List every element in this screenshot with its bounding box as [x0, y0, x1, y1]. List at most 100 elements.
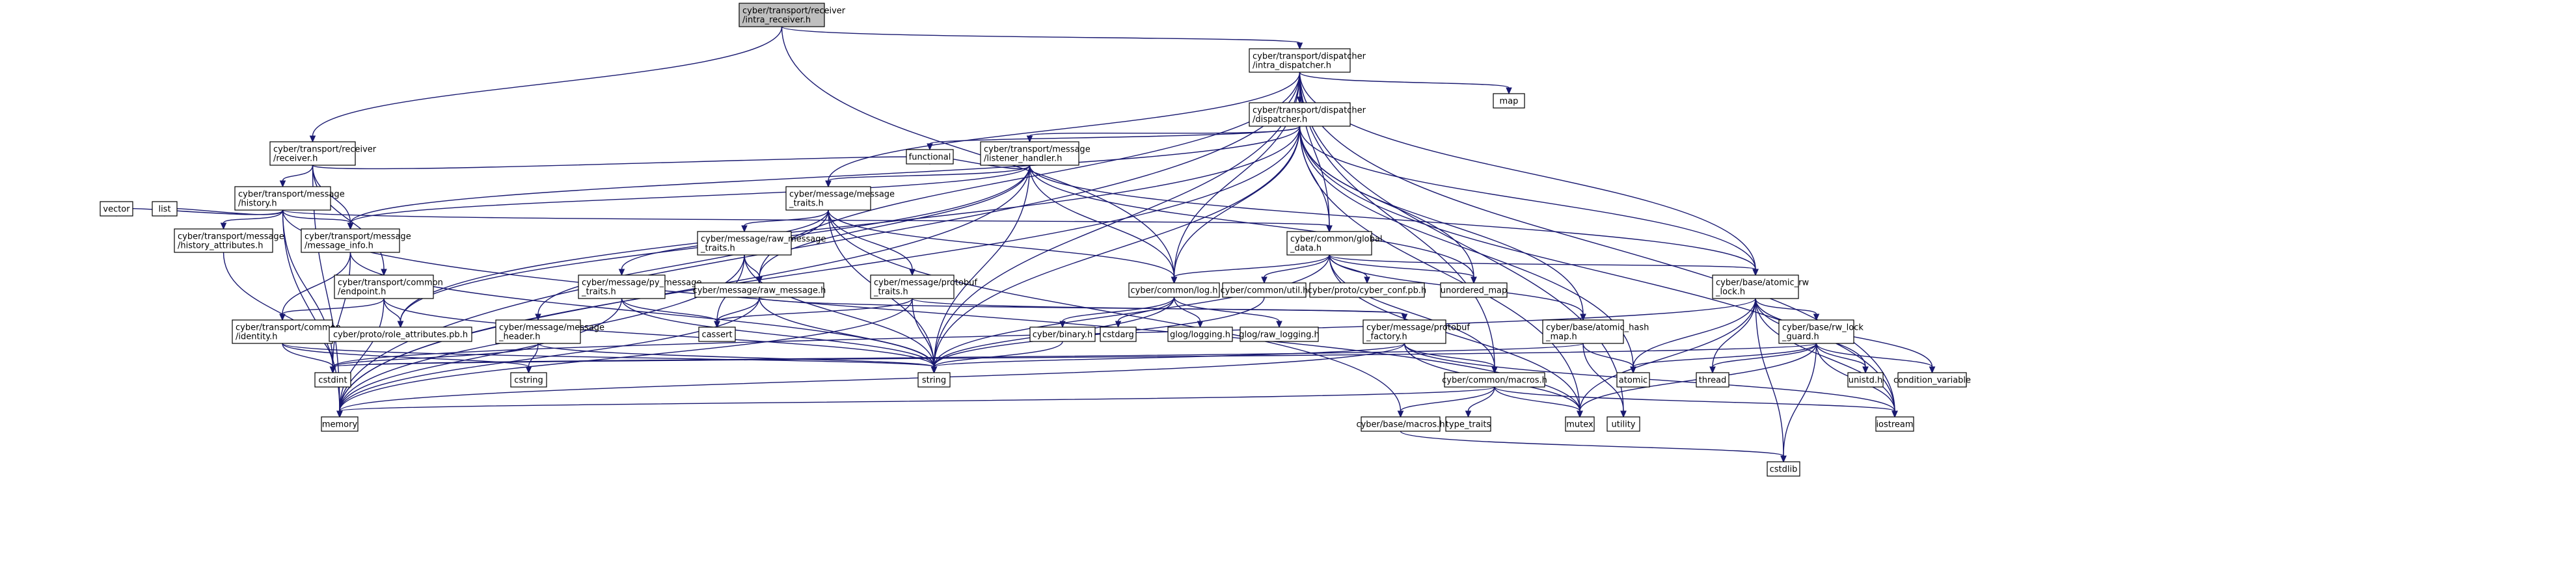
edge-atomic_rw_lock-to-rw_lock_guard [1755, 298, 1820, 321]
node-log-h[interactable]: cyber/common/log.h [1128, 282, 1220, 298]
node-protobuf-traits[interactable]: cyber/message/protobuf_traits.h [870, 274, 977, 299]
node-label: vector [103, 205, 130, 215]
node-label: _traits.h [873, 287, 908, 297]
node-atomic-rw-lock[interactable]: cyber/base/atomic_rw_lock.h [1712, 274, 1809, 299]
node-functional[interactable]: functional [906, 149, 954, 165]
node-listener-handler[interactable]: cyber/transport/message/listener_handler… [980, 141, 1091, 166]
node-type-traits[interactable]: type_traits [1445, 416, 1491, 432]
node-label: cyber/base/atomic_rw [1716, 278, 1809, 288]
node-dispatcher-h[interactable]: cyber/transport/dispatcher/dispatcher.h [1249, 102, 1366, 127]
node-label: /history_attributes.h [178, 241, 263, 251]
node-util-h[interactable]: cyber/common/util.h [1221, 282, 1308, 298]
node-label: cyber/base/macros.h [1356, 420, 1444, 430]
node-dispatcher-intra[interactable]: cyber/transport/dispatcher/intra_dispatc… [1249, 48, 1366, 73]
node-raw-message[interactable]: cyber/message/raw_message.h [693, 282, 826, 298]
edge-dispatcher_intra-to-map [1299, 72, 1512, 95]
node-label: iostream [1876, 420, 1913, 430]
node-label: _header.h [498, 332, 540, 342]
node-condition-variable[interactable]: condition_variable [1893, 372, 1971, 388]
node-history-h[interactable]: cyber/transport/message/history.h [234, 186, 345, 211]
node-label: _traits.h [581, 287, 616, 297]
node-global-data[interactable]: cyber/common/global_data.h [1286, 231, 1382, 256]
node-rw-lock-guard[interactable]: cyber/base/rw_lock_guard.h [1778, 319, 1864, 344]
node-iostream[interactable]: iostream [1875, 416, 1914, 432]
node-thread[interactable]: thread [1696, 372, 1729, 388]
node-cassert[interactable]: cassert [698, 326, 736, 342]
node-cyber-conf-pb[interactable]: cyber/proto/cyber_conf.pb.h [1308, 282, 1426, 298]
node-atomic-hash-map[interactable]: cyber/base/atomic_hash_map.h [1542, 319, 1649, 344]
node-label: glog/raw_logging.h [1239, 330, 1319, 340]
edge-dispatcher_intra-to-raw_message [756, 72, 1301, 284]
edge-listener_handler-to-string [930, 165, 1031, 374]
node-utility[interactable]: utility [1607, 416, 1640, 432]
node-label: /receiver.h [273, 154, 318, 164]
node-label: _lock.h [1715, 287, 1745, 297]
edge-endpoint-to-identity [279, 298, 385, 321]
node-label: glog/logging.h [1170, 330, 1230, 340]
node-label: _data.h [1290, 244, 1322, 254]
node-label: unordered_map [1441, 286, 1508, 296]
node-label: cstdlib [1770, 465, 1798, 475]
edge-dispatcher_h-to-memory [336, 126, 1301, 418]
edge-dispatcher_intra-to-message_traits [825, 72, 1301, 188]
node-label: mutex [1566, 420, 1593, 430]
edge-rw_lock_guard-to-atomic [1630, 343, 1817, 374]
edge-endpoint-to-role_attributes_pb [383, 298, 404, 328]
node-macros-base[interactable]: cyber/base/macros.h [1356, 416, 1445, 432]
node-map[interactable]: map [1493, 93, 1525, 109]
edge-rw_lock_guard-to-condition_variable [1815, 343, 1936, 374]
node-message-header[interactable]: cyber/message/message_header.h [495, 319, 604, 344]
node-label: _map.h [1545, 332, 1577, 342]
node-label: _factory.h [1366, 332, 1407, 342]
edge-atomic_rw_lock-to-mutex [1577, 298, 1756, 418]
node-glog-raw-logging[interactable]: glog/raw_logging.h [1239, 326, 1320, 342]
node-receiver-h[interactable]: cyber/transport/receiver/receiver.h [269, 141, 377, 166]
node-glog-logging[interactable]: glog/logging.h [1167, 326, 1233, 342]
node-binary-h[interactable]: cyber/binary.h [1029, 326, 1096, 342]
node-unordered-map[interactable]: unordered_map [1440, 282, 1508, 298]
node-message-traits[interactable]: cyber/message/message_traits.h [785, 186, 895, 211]
node-label: cyber/transport/message [178, 232, 284, 242]
edge-macros_common-to-memory [336, 386, 1495, 418]
edge-listener_handler-to-message_info [347, 165, 1031, 230]
node-mutex[interactable]: mutex [1565, 416, 1595, 432]
node-label: list [158, 205, 170, 215]
edge-receiver_h-to-history_h [279, 165, 314, 188]
edge-macros_common-to-iostream [1494, 386, 1898, 418]
node-receiver-intra[interactable]: cyber/transport/receiver/intra_receiver.… [739, 3, 846, 27]
node-protobuf-factory[interactable]: cyber/message/protobuf_factory.h [1363, 319, 1470, 344]
node-list[interactable]: list [152, 201, 178, 217]
node-message-info[interactable]: cyber/transport/message/message_info.h [301, 228, 411, 253]
node-label: cyber/common/global [1290, 235, 1382, 245]
edge-atomic_rw_lock-to-atomic [1630, 298, 1756, 374]
node-string[interactable]: string [917, 372, 951, 388]
node-endpoint[interactable]: cyber/transport/common/endpoint.h [334, 274, 443, 299]
node-cstdint[interactable]: cstdint [314, 372, 351, 388]
node-raw-message-traits[interactable]: cyber/message/raw_message_traits.h [697, 231, 826, 256]
node-label: cyber/message/py_message [582, 278, 702, 288]
node-label: cyber/common/macros.h [1442, 376, 1547, 386]
node-py-message-traits[interactable]: cyber/message/py_message_traits.h [578, 274, 702, 299]
edge-receiver_h-to-functional [312, 156, 933, 170]
node-label: cstdarg [1102, 330, 1134, 340]
node-label: utility [1612, 420, 1636, 430]
edge-protobuf_factory-to-macros_common [1403, 343, 1498, 374]
node-label: cyber/message/message [789, 190, 895, 200]
node-identity[interactable]: cyber/transport/common/identity.h [232, 319, 341, 344]
node-atomic[interactable]: atomic [1616, 372, 1650, 388]
node-vector[interactable]: vector [100, 201, 133, 217]
edge-dispatcher_intra-to-memory [336, 72, 1301, 418]
node-label: atomic [1619, 376, 1647, 386]
node-history-attributes[interactable]: cyber/transport/message/history_attribut… [174, 228, 284, 253]
node-macros-common[interactable]: cyber/common/macros.h [1442, 372, 1547, 388]
node-unistd[interactable]: unistd.h [1847, 372, 1884, 388]
node-role-attributes-pb[interactable]: cyber/proto/role_attributes.pb.h [329, 326, 472, 342]
edge-rw_lock_guard-to-cstdint [329, 343, 1817, 374]
node-memory[interactable]: memory [321, 416, 359, 432]
node-cstring[interactable]: cstring [510, 372, 547, 388]
node-label: cyber/transport/message [238, 190, 345, 200]
node-label: map [1500, 97, 1519, 107]
node-cstdlib[interactable]: cstdlib [1767, 461, 1800, 477]
node-cstdarg[interactable]: cstdarg [1100, 326, 1137, 342]
